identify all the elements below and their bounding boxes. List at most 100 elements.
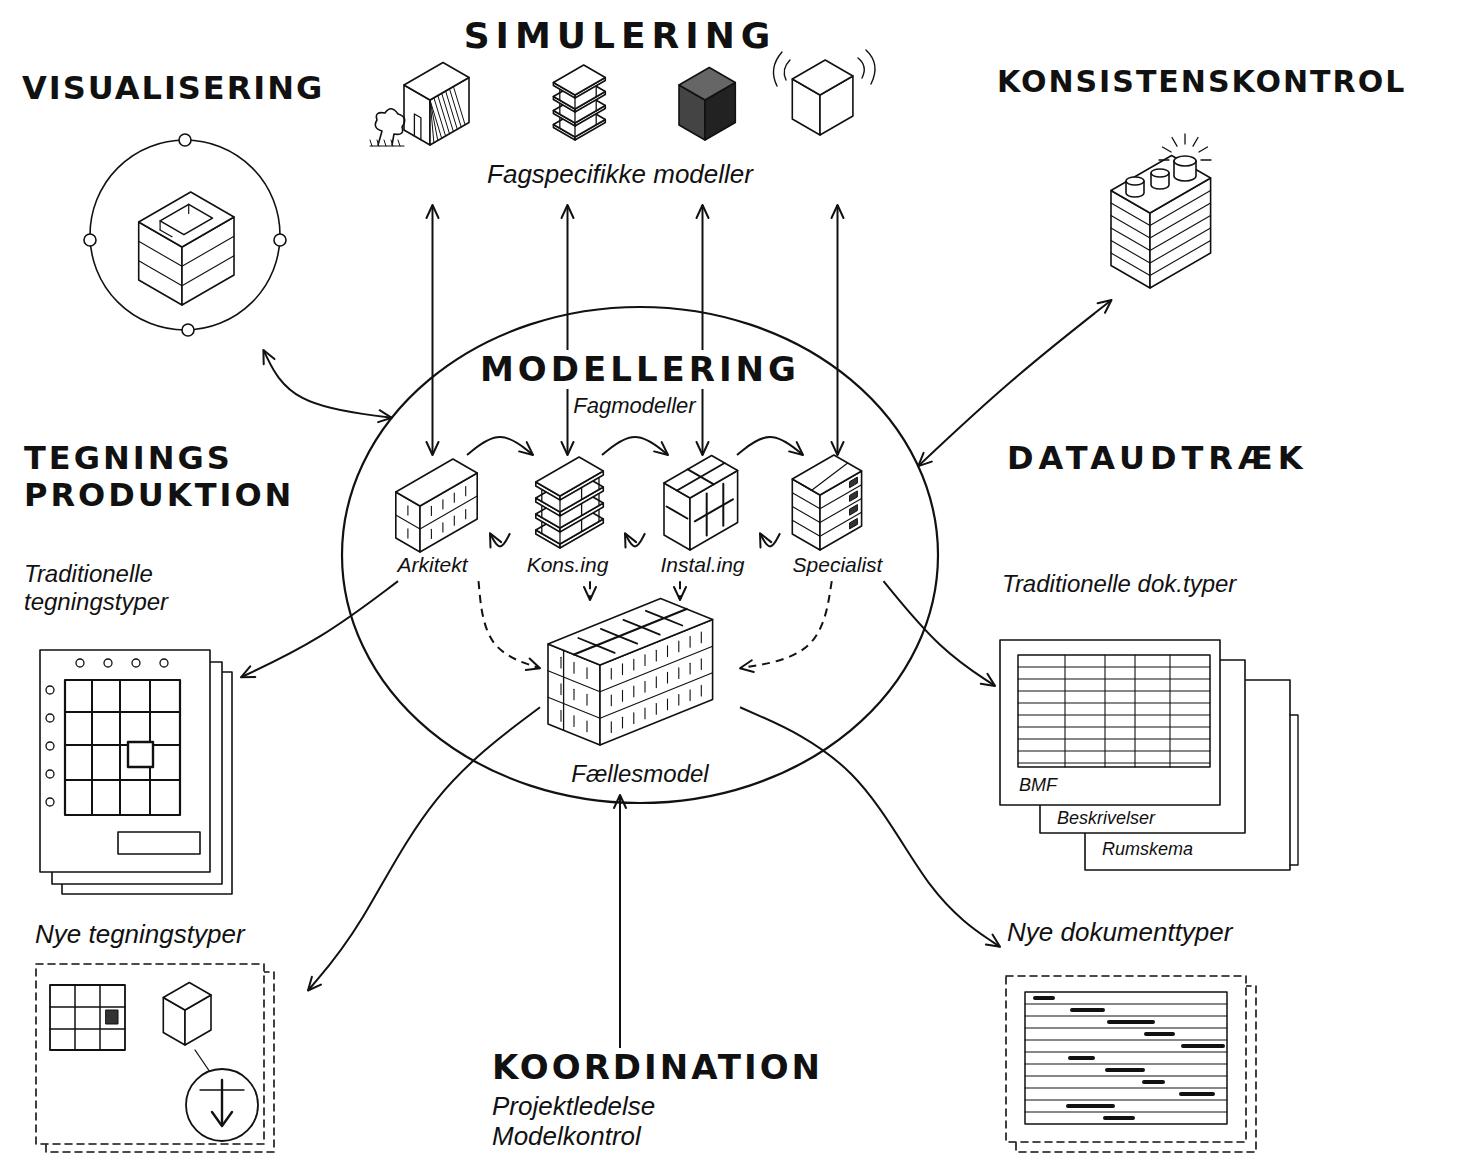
column-sketch xyxy=(598,494,599,506)
arrow-head xyxy=(674,587,686,600)
node-text: Arkitekt xyxy=(395,553,469,577)
sketch-line xyxy=(50,1006,125,1008)
node-text: Traditionelle tegningstyper xyxy=(22,560,237,615)
building-sketch xyxy=(1111,241,1211,276)
connector xyxy=(737,437,803,455)
column-sketch xyxy=(559,89,560,100)
signal-ray xyxy=(1193,138,1198,147)
building-sketch xyxy=(560,711,561,722)
plan-sketch xyxy=(65,779,180,781)
slab-sketch xyxy=(553,65,605,95)
heading-text: KONSISTENSKONTROL xyxy=(995,65,1408,100)
node-text: Beskrivelser xyxy=(1055,808,1157,829)
arrow-head xyxy=(263,350,274,364)
plan-sketch xyxy=(119,680,121,815)
courtyard-sketch xyxy=(160,204,212,234)
detail-arrow xyxy=(212,1112,232,1126)
column-sketch xyxy=(541,522,542,534)
building-sketch xyxy=(701,632,702,643)
sheet-sketch xyxy=(36,964,264,1144)
pipe-sketch xyxy=(646,611,664,618)
building-sketch xyxy=(465,510,466,519)
building-sketch xyxy=(1111,191,1211,226)
building-sketch xyxy=(701,659,702,670)
grid-bubble xyxy=(76,659,84,667)
orbit-circle xyxy=(90,140,280,330)
building-sketch xyxy=(792,499,861,523)
arrow-head xyxy=(654,442,668,455)
schedule-bar xyxy=(1105,1116,1133,1120)
pipe-sketch xyxy=(642,627,660,634)
vibration-arc xyxy=(773,52,782,86)
vibration-arc xyxy=(784,60,790,80)
schedule-sketch xyxy=(1025,1016,1227,1017)
grid-bubble xyxy=(46,686,54,694)
viewpoint-dot xyxy=(274,234,286,246)
plan-sketch xyxy=(65,711,180,713)
pipe-sketch xyxy=(597,645,615,652)
building-sketch xyxy=(611,695,612,706)
signal-ray xyxy=(1199,147,1208,152)
grid-bubble xyxy=(104,659,112,667)
connector xyxy=(832,205,844,455)
title-block xyxy=(118,832,200,854)
sketch-line xyxy=(200,1089,244,1090)
building-sketch xyxy=(656,650,657,661)
connector-line xyxy=(619,795,621,1048)
sketch-line xyxy=(801,463,848,490)
text-slot: Specialist xyxy=(780,553,895,577)
column-sketch xyxy=(574,98,575,109)
building-sketch xyxy=(586,694,587,705)
text-slot: Nye dokumenttyper xyxy=(1005,918,1305,948)
connector xyxy=(479,581,541,670)
node-text: Fællesmodel xyxy=(569,760,710,788)
building-sketch xyxy=(396,496,477,529)
arrow-head xyxy=(427,205,439,218)
arrow-head xyxy=(986,935,1000,947)
stair-sketch xyxy=(850,505,858,515)
text-slot: Fællesmodel xyxy=(540,760,740,788)
discipline-model: Kons.ing xyxy=(510,455,625,581)
column-sketch xyxy=(559,117,560,128)
schedule-sketch xyxy=(1025,1112,1227,1113)
node-text: Kons.ing xyxy=(525,553,611,577)
arrow-head xyxy=(519,442,533,455)
building-sketch xyxy=(548,599,713,666)
building-sketch xyxy=(611,722,612,733)
building-sketch xyxy=(548,646,713,692)
table-sketch xyxy=(1018,690,1210,691)
connector xyxy=(241,581,398,677)
ellipse-outline xyxy=(342,307,938,803)
building-sketch xyxy=(667,646,668,657)
column-sketch xyxy=(598,510,599,522)
grass-tick xyxy=(377,140,379,146)
plan-sketch xyxy=(65,744,180,746)
building-sketch xyxy=(586,668,587,679)
table-sketch xyxy=(1064,655,1065,767)
text-slot: MODELLERING xyxy=(340,350,940,389)
arrow-head xyxy=(832,205,844,218)
pipe-sketch xyxy=(578,638,596,645)
column-sketch xyxy=(559,532,560,544)
connector-line xyxy=(567,205,569,455)
heading-text: SIMULERING xyxy=(462,15,779,56)
dashed-connector-line xyxy=(740,581,832,668)
text-slot: DATAUDTRÆK xyxy=(1005,440,1335,477)
heading-text: TEGNINGS PRODUKTION xyxy=(22,440,312,514)
table-sketch xyxy=(1018,678,1210,679)
grass-tick xyxy=(391,140,393,146)
column-sketch xyxy=(581,488,582,500)
building-sketch xyxy=(453,87,465,125)
building-sketch xyxy=(792,455,861,495)
building-sketch xyxy=(404,63,469,101)
node-text: Fagmodeller xyxy=(571,393,697,418)
table-sketch xyxy=(1018,750,1210,751)
node-text: Projektledelse Modelkontrol xyxy=(490,1092,740,1152)
building-sketch xyxy=(792,485,861,509)
sheet-sketch xyxy=(106,1010,118,1024)
text-slot: Fagmodeller xyxy=(555,393,715,418)
heading-text: DATAUDTRÆK xyxy=(1005,440,1310,477)
building-sketch xyxy=(1111,203,1211,238)
building-sketch xyxy=(644,655,645,666)
